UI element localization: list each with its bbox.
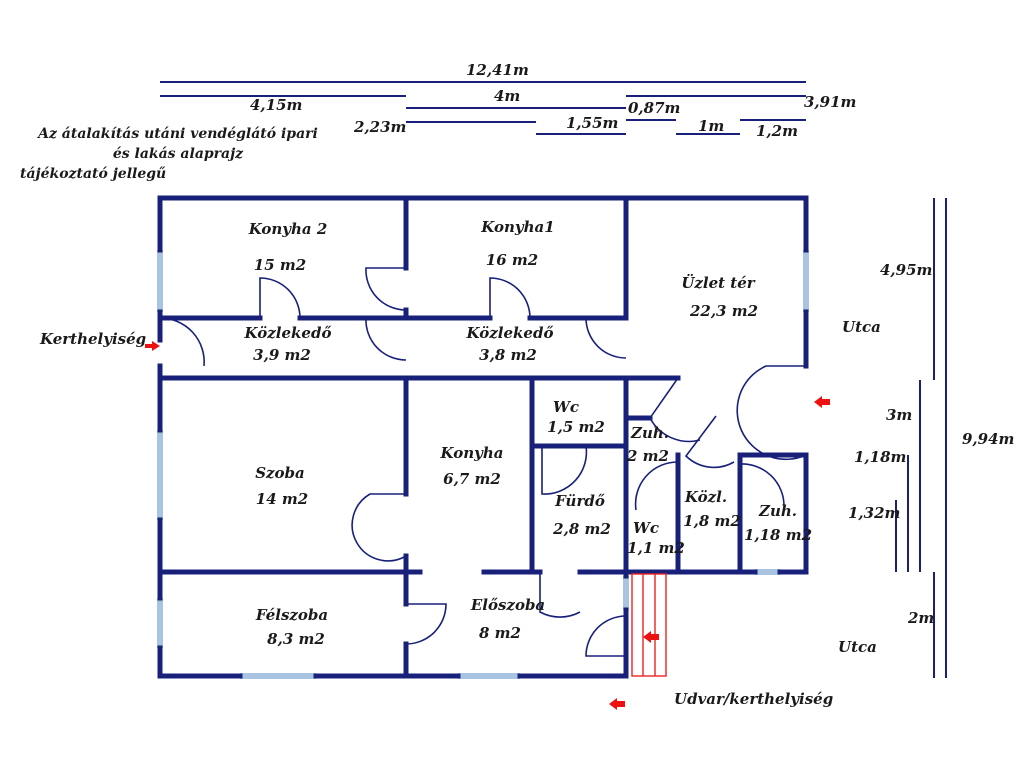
room-wc2-name: Wc [633,519,659,537]
arrow-stairs [643,631,659,643]
room-uzlet-area: 22,3 m2 [689,302,758,320]
room-felszoba-name: Félszoba [255,606,328,624]
room-felszoba-area: 8,3 m2 [267,630,325,648]
top-dimension-lines [160,81,806,135]
room-konyha2-area: 15 m2 [254,256,306,274]
room-labels: Konyha 2 15 m2 Konyha1 16 m2 Üzlet tér 2… [244,218,812,648]
dim-1-2: 1,2m [756,122,798,140]
dim-middle-section: 4m [494,87,520,105]
plan-description: Az átalakítás utáni vendéglátó ipari és … [8,124,348,184]
dim-side-1-32: 1,32m [848,504,900,522]
room-konyha1-name: Konyha1 [480,218,554,236]
room-zuh2-name: Zuh. [758,502,797,520]
dim-total-width: 12,41m [466,61,529,79]
plan-description-line-3: tájékoztató jellegű [20,166,167,182]
arrow-kerthelyiseg [145,341,160,351]
windows [157,250,809,679]
dim-1: 1m [698,117,724,135]
room-szoba-name: Szoba [255,464,305,482]
dim-2-23: 2,23m [353,118,406,136]
room-wc1-name: Wc [553,398,579,416]
dim-0-87: 0,87m [628,99,680,117]
label-udvar: Udvar/kerthelyiség [674,690,833,708]
door-swings [159,267,807,657]
room-konyha1-area: 16 m2 [486,251,538,269]
room-kozl-small-area: 1,8 m2 [683,512,741,530]
room-kozl-small-name: Közl. [684,488,727,506]
room-kozlekedo-left-area: 3,9 m2 [253,346,311,364]
label-utca-bottom: Utca [838,638,877,656]
room-konyha2-name: Konyha 2 [248,220,328,238]
room-furdo-name: Fürdő [554,492,605,510]
room-kozlekedo-left-name: Közlekedő [244,324,332,342]
room-eloszoba-area: 8 m2 [479,624,521,642]
dim-side-3: 3m [886,406,912,424]
room-zuh2-area: 1,18 m2 [744,526,812,544]
room-wc2-area: 1,1 m2 [627,539,685,557]
room-zuh1-name: Zuh. [630,424,669,442]
room-szoba-area: 14 m2 [256,490,308,508]
arrow-udvar [609,698,625,710]
plan-description-line-2: és lakás alaprajz [112,146,244,162]
side-dimension-lines [895,198,947,678]
room-kozlekedo-mid-name: Közlekedő [466,324,554,342]
room-eloszoba-name: Előszoba [470,596,545,614]
room-wc1-area: 1,5 m2 [547,418,605,436]
dim-left-section: 4,15m [250,96,302,114]
room-furdo-area: 2,8 m2 [552,520,611,538]
arrow-utca [814,396,830,408]
dim-1-55: 1,55m [566,114,618,132]
dim-right-section: 3,91m [804,93,856,111]
label-utca-top: Utca [842,318,881,336]
dim-side-total: 9,94m [962,430,1014,448]
dim-side-4-95: 4,95m [880,261,932,279]
entrance-stairs [631,573,667,677]
room-zuh1-area: 2 m2 [626,447,669,465]
entrance-arrows [145,341,830,710]
room-konyha-name: Konyha [440,444,504,462]
dim-side-1-18: 1,18m [854,448,906,466]
dim-side-2: 2m [907,609,934,627]
room-kozlekedo-mid-area: 3,8 m2 [479,346,537,364]
label-kerthelyiseg: Kerthelyiség [39,330,146,348]
room-uzlet-name: Üzlet tér [681,273,755,292]
walls [157,195,809,679]
room-konyha-area: 6,7 m2 [443,470,501,488]
plan-description-line-1: Az átalakítás utáni vendéglátó ipari [38,126,318,142]
